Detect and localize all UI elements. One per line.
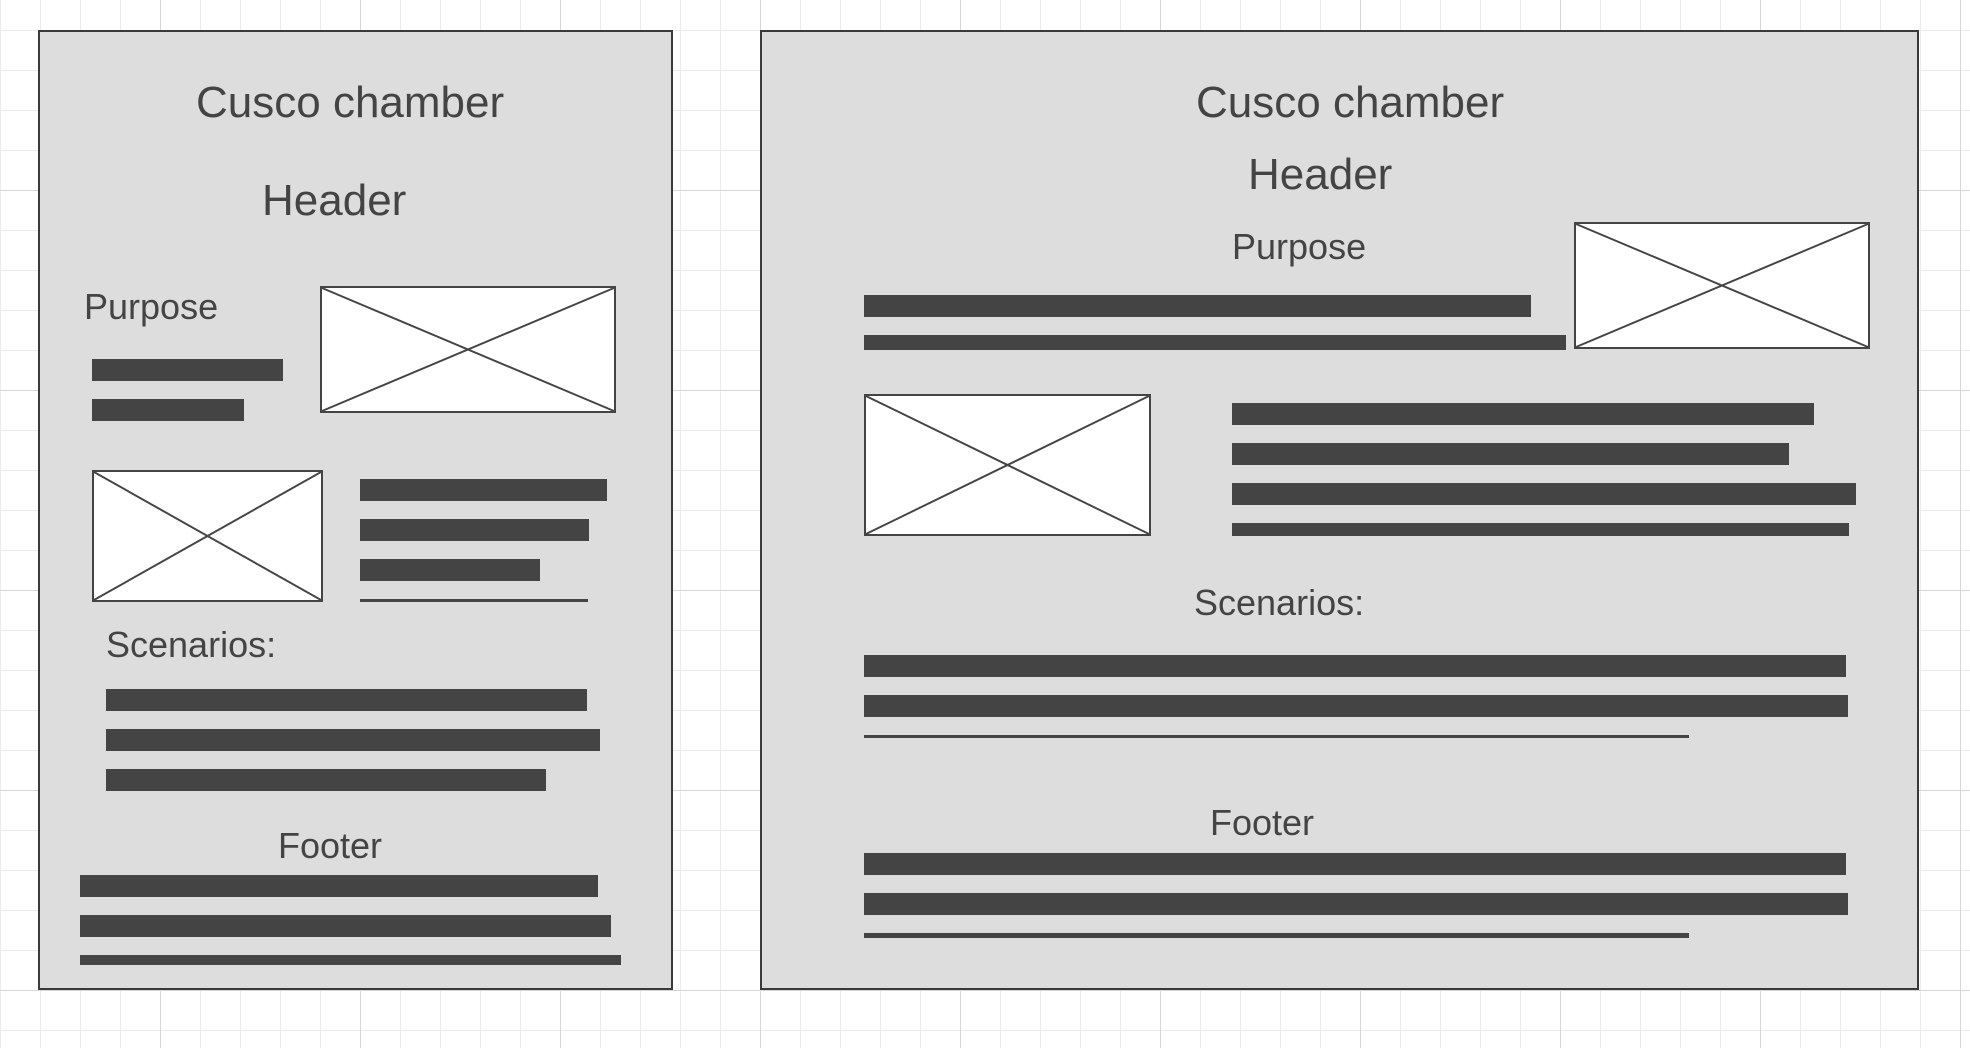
desktop-purpose-label: Purpose bbox=[1232, 226, 1367, 267]
desktop-header-label: Header bbox=[1248, 150, 1393, 199]
mobile-scenarios-text-line bbox=[106, 769, 546, 791]
desktop-scenarios-label: Scenarios: bbox=[1194, 582, 1365, 623]
mobile-content-text-line bbox=[360, 559, 540, 581]
desktop-content-image-placeholder bbox=[864, 394, 1151, 536]
image-placeholder-icon bbox=[866, 396, 1149, 534]
mobile-footer-text-line bbox=[80, 955, 621, 965]
mobile-header-label: Header bbox=[262, 176, 407, 225]
image-placeholder-icon bbox=[1576, 224, 1868, 347]
mobile-title: Cusco chamber bbox=[196, 78, 505, 127]
mobile-scenarios-text-line bbox=[106, 689, 587, 711]
desktop-content-text-line bbox=[1232, 483, 1856, 505]
desktop-purpose-image-placeholder bbox=[1574, 222, 1870, 349]
mobile-footer-label: Footer bbox=[278, 825, 383, 866]
desktop-footer-text-line bbox=[864, 893, 1848, 915]
desktop-content-text-line bbox=[1232, 523, 1849, 536]
image-placeholder-icon bbox=[322, 288, 614, 411]
mobile-footer-text-line bbox=[80, 915, 611, 937]
desktop-purpose-text-line bbox=[864, 335, 1566, 350]
desktop-footer-label: Footer bbox=[1210, 802, 1315, 843]
mobile-content-image-placeholder bbox=[92, 470, 323, 602]
desktop-title: Cusco chamber bbox=[1196, 78, 1505, 127]
desktop-footer-text-line bbox=[864, 853, 1846, 875]
desktop-footer-text-line bbox=[864, 933, 1689, 938]
desktop-purpose-text-line bbox=[864, 295, 1531, 317]
mobile-scenarios-text-line bbox=[106, 729, 600, 751]
mobile-purpose-label: Purpose bbox=[84, 286, 219, 327]
mobile-content-text-line bbox=[360, 479, 607, 501]
desktop-scenarios-text-line bbox=[864, 735, 1689, 738]
mobile-purpose-text-line bbox=[92, 359, 283, 381]
mobile-footer-text-line bbox=[80, 875, 598, 897]
mobile-purpose-image-placeholder bbox=[320, 286, 616, 413]
mobile-content-text-line bbox=[360, 599, 588, 602]
mobile-content-text-line bbox=[360, 519, 589, 541]
desktop-scenarios-text-line bbox=[864, 695, 1848, 717]
desktop-content-text-line bbox=[1232, 443, 1789, 465]
mobile-purpose-text-line bbox=[92, 399, 244, 421]
desktop-content-text-line bbox=[1232, 403, 1814, 425]
image-placeholder-icon bbox=[94, 472, 321, 600]
mobile-scenarios-label: Scenarios: bbox=[106, 624, 277, 665]
desktop-scenarios-text-line bbox=[864, 655, 1846, 677]
